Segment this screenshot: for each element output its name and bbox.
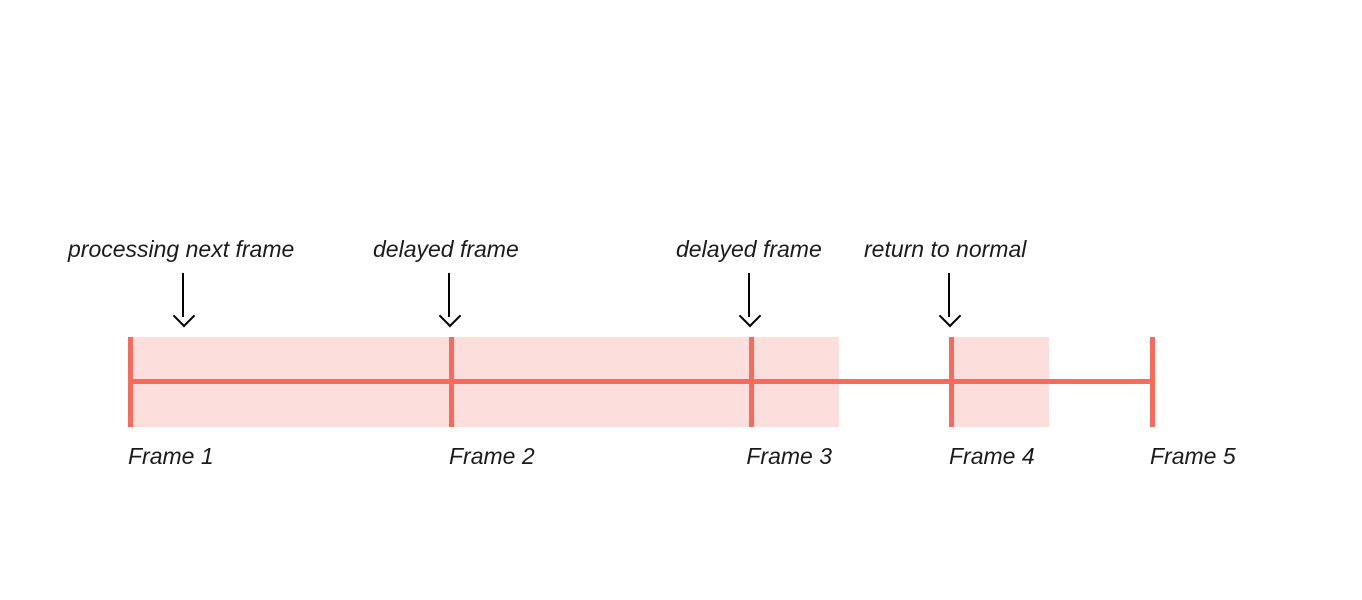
timeline-baseline	[128, 379, 1153, 384]
frame-label-frame-3: Frame 3	[746, 443, 832, 469]
frame-4-tick	[949, 337, 954, 427]
down-arrow-icon-delayed-frame-2	[737, 273, 762, 328]
down-arrow-icon-processing-next-frame	[171, 273, 196, 328]
arrow-shaft	[748, 273, 750, 317]
frame-label-frame-2: Frame 2	[449, 443, 535, 469]
arrow-shaft	[448, 273, 450, 317]
down-arrow-icon-delayed-frame-1	[437, 273, 462, 328]
arrow-shaft	[948, 273, 950, 317]
frame-label-frame-1: Frame 1	[128, 443, 214, 469]
arrow-shaft	[182, 273, 184, 317]
frame-3-tick	[749, 337, 754, 427]
annotation-label-processing-next-frame: processing next frame	[68, 236, 295, 262]
frame-5-tick	[1150, 337, 1155, 427]
arrow-head	[438, 304, 462, 328]
arrow-head	[172, 304, 196, 328]
arrow-head	[738, 304, 762, 328]
frame-1-tick	[128, 337, 133, 427]
annotation-label-delayed-frame-2: delayed frame	[676, 236, 822, 262]
frame-label-frame-4: Frame 4	[949, 443, 1035, 469]
down-arrow-icon-return-to-normal	[937, 273, 962, 328]
arrow-head	[938, 304, 962, 328]
annotation-label-delayed-frame-1: delayed frame	[373, 236, 519, 262]
frame-2-tick	[449, 337, 454, 427]
frame-label-frame-5: Frame 5	[1150, 443, 1236, 469]
annotation-label-return-to-normal: return to normal	[864, 236, 1027, 262]
